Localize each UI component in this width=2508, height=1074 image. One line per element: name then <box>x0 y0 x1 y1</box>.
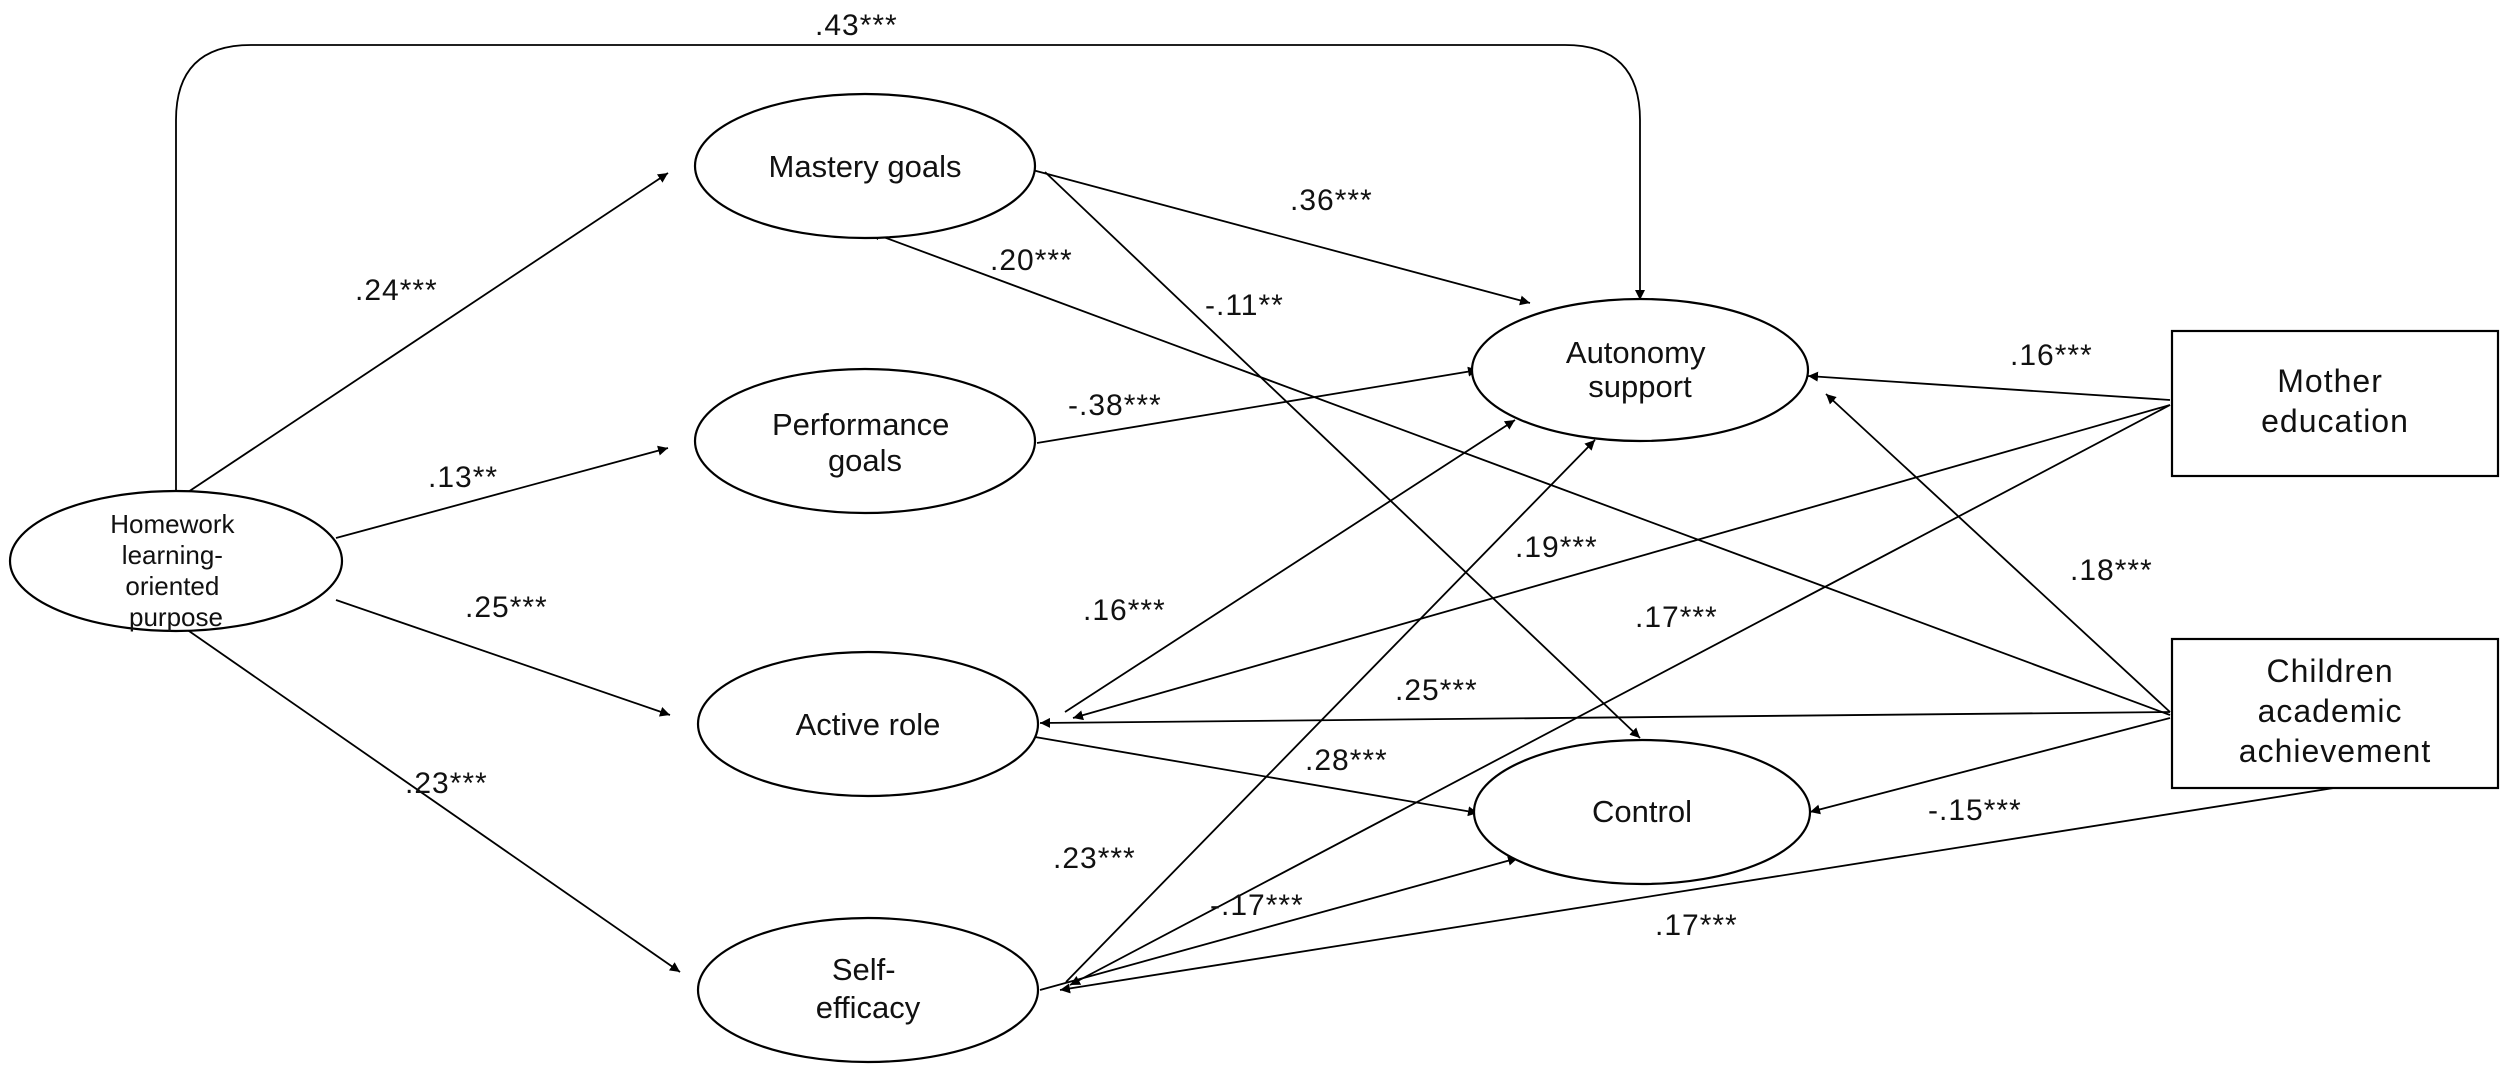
node-self-efficacy: Self- efficacy <box>696 916 1040 1064</box>
edge-hw-mastery <box>175 172 669 501</box>
coef-performance-autonomy: -.38*** <box>1068 389 1162 422</box>
autonomy-line-1: Autonomy <box>1566 335 1706 370</box>
coef-hw-mastery: .24*** <box>355 274 438 307</box>
selfefficacy-line-2: efficacy <box>816 990 921 1025</box>
selfefficacy-line-1: Self- <box>832 952 896 987</box>
coef-children-autonomy: .18*** <box>2070 554 2153 587</box>
node-performance-goals: Performance goals <box>693 367 1037 515</box>
coef-hw-selfefficacy: .23*** <box>405 767 488 800</box>
svg-text:Active role: Active role <box>796 707 941 742</box>
homework-line-3: oriented <box>125 571 219 601</box>
performance-line-2: goals <box>828 443 902 478</box>
svg-text:Mastery goals: Mastery goals <box>769 149 962 184</box>
coef-mother-active: .19*** <box>1515 531 1598 564</box>
svg-text:Autonomy support: Autonomy support <box>1566 335 1714 404</box>
edge-mother-selfefficacy <box>1069 404 2171 986</box>
coef-hw-autonomy: .43*** <box>815 9 898 42</box>
edges <box>175 44 2341 994</box>
edge-active-control <box>1034 736 1479 817</box>
performance-line-1: Performance <box>772 407 949 442</box>
edge-mastery-autonomy <box>1024 167 1531 306</box>
coef-hw-active: .25*** <box>465 591 548 624</box>
homework-line-4: purpose <box>129 602 223 632</box>
coef-active-autonomy: .16*** <box>1083 594 1166 627</box>
mother-line-2: education <box>2261 403 2409 439</box>
edge-selfefficacy-autonomy <box>1065 439 1596 983</box>
edge-mother-active <box>1072 404 2171 721</box>
homework-line-2: learning- <box>122 540 223 570</box>
coef-mother-selfefficacy: .17*** <box>1635 601 1718 634</box>
coef-active-control: .28*** <box>1305 744 1388 777</box>
edge-mother-autonomy <box>1807 371 2171 401</box>
autonomy-line-2: support <box>1588 369 1692 404</box>
node-mother-education: Mother education <box>2170 329 2500 478</box>
homework-line-1: Homework <box>110 509 235 539</box>
active-line-1: Active role <box>796 707 941 742</box>
svg-text:Mother education: Mother education <box>2261 363 2409 439</box>
edge-children-selfefficacy <box>1059 786 2341 994</box>
coef-selfefficacy-control: -.17*** <box>1210 889 1304 922</box>
coef-mastery-autonomy: .36*** <box>1290 184 1373 217</box>
coefficient-labels: .43*** .24*** .13** .25*** .23*** .36***… <box>355 9 2153 942</box>
svg-text:Performance goals: Performance goals <box>772 407 958 478</box>
coef-children-control: -.15*** <box>1928 794 2022 827</box>
edge-hw-performance <box>335 445 669 539</box>
edge-children-active <box>1039 711 2171 728</box>
svg-text:Self- efficacy: Self- efficacy <box>816 952 921 1025</box>
coef-mother-autonomy: .16*** <box>2010 339 2093 372</box>
node-active-role: Active role <box>696 650 1040 798</box>
edge-hw-selfefficacy <box>175 621 681 973</box>
children-line-2: academic <box>2258 693 2403 729</box>
svg-text:Children academic: Children academic achievement <box>2239 653 2431 769</box>
coef-hw-performance: .13** <box>428 461 498 494</box>
mother-line-1: Mother <box>2277 363 2383 399</box>
edge-active-autonomy <box>1064 419 1516 713</box>
svg-text:Control: Control <box>1592 794 1692 829</box>
edge-mastery-control <box>1044 171 1641 739</box>
coef-children-active: .25*** <box>1395 674 1478 707</box>
edge-selfefficacy-control <box>1039 855 1519 991</box>
children-line-3: achievement <box>2239 733 2431 769</box>
node-autonomy-support: Autonomy support <box>1470 297 1810 443</box>
node-children-achievement: Children academic achievement <box>2170 637 2500 790</box>
edge-children-autonomy <box>1825 393 2171 713</box>
node-control: Control <box>1472 738 1812 886</box>
coef-children-selfefficacy: .17*** <box>1655 909 1738 942</box>
node-homework: Homework learning- oriented purpose <box>8 489 344 633</box>
coef-selfefficacy-autonomy: .23*** <box>1053 842 1136 875</box>
control-line-1: Control <box>1592 794 1692 829</box>
edge-hw-autonomy <box>175 44 1645 500</box>
svg-text:Homework learning-: Homework learning- oriented purpose <box>110 509 241 632</box>
edge-hw-active <box>335 599 671 717</box>
mastery-line-1: Mastery goals <box>769 149 962 184</box>
node-mastery-goals: Mastery goals <box>693 92 1037 240</box>
edge-performance-autonomy <box>1036 366 1479 444</box>
coef-children-mastery: .20*** <box>990 244 1073 277</box>
edge-children-control <box>1809 717 2171 815</box>
children-line-1: Children <box>2266 653 2393 689</box>
coef-mastery-control: -.11** <box>1205 289 1284 322</box>
edge-children-mastery <box>869 230 2171 716</box>
